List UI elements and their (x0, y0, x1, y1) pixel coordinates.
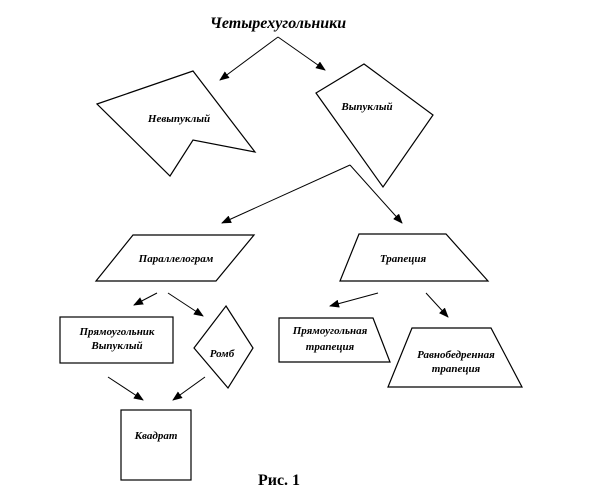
convex-label: Выпуклый (340, 101, 392, 113)
arrow-convex-to-trapezoid (349, 164, 403, 224)
rhombus-shape (193, 304, 254, 390)
square-shape (120, 409, 192, 481)
rectangle-shape (59, 316, 174, 364)
arrow-convex-to-parallelogram (221, 164, 351, 224)
arrow-parallelogram-to-rectangle (133, 292, 158, 306)
arrow-trapezoid-to-right-trapezoid (329, 292, 379, 308)
right-trapezoid-shape (278, 317, 391, 363)
nonconvex-shape (95, 70, 257, 177)
square-label: Квадрат (134, 430, 178, 442)
trapezoid-label: Трапеция (380, 253, 427, 265)
trapezoid-shape (339, 233, 490, 282)
parallelogram-label: Параллелограм (138, 253, 214, 265)
arrow-title-to-nonconvex (219, 36, 279, 81)
figure-caption: Рис. 1 (258, 472, 300, 489)
rhombus-label: Ромб (210, 348, 235, 360)
arrow-trapezoid-to-isosceles-trapezoid (425, 292, 449, 318)
convex-shape (315, 63, 434, 189)
diagram-title: Четырехугольники (210, 15, 346, 32)
rectangle-label-line1: Прямоугольник (78, 326, 154, 338)
arrow-title-to-convex (277, 36, 326, 71)
isosceles-trapezoid-shape (387, 327, 523, 388)
rectangle-label-line2: Выпуклый (90, 340, 142, 352)
parallelogram-shape (94, 234, 256, 282)
isosceles-trapezoid-label-line1: Равнобедренная (417, 349, 495, 361)
arrow-parallelogram-to-rhombus (167, 292, 204, 317)
isosceles-trapezoid-label-line2: трапеция (432, 363, 481, 375)
arrow-rhombus-to-square (172, 376, 206, 401)
right-trapezoid-label-line2: трапеция (306, 341, 355, 353)
right-trapezoid-label-line1: Прямоугольная (292, 325, 368, 337)
arrow-rectangle-to-square (107, 376, 144, 401)
nonconvex-label: Невыпуклый (147, 113, 210, 125)
